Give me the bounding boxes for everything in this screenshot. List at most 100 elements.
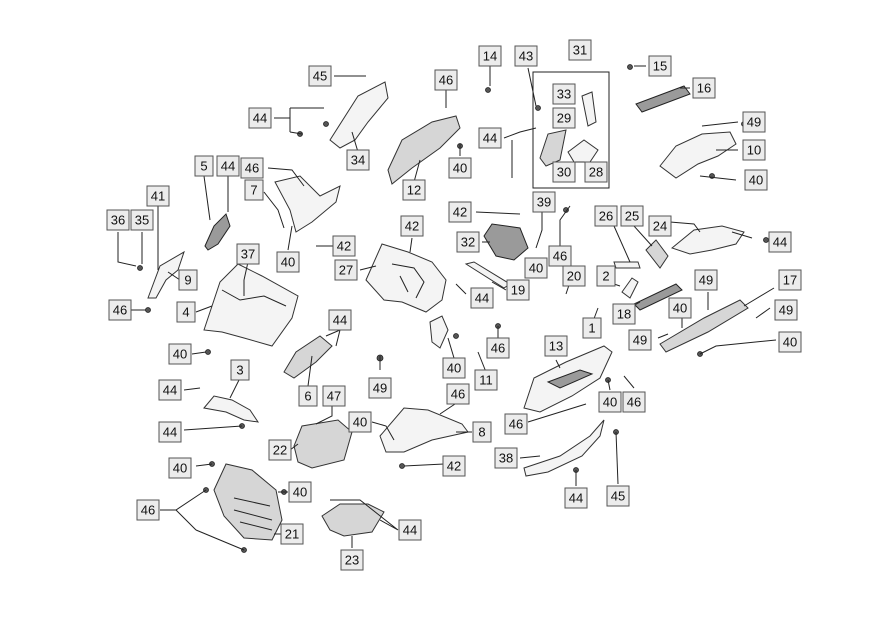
callout-number: 6 <box>304 389 311 404</box>
callout-20: 20 <box>562 265 586 287</box>
callout-42: 42 <box>442 455 466 477</box>
callout-box <box>532 191 556 213</box>
callout-number: 40 <box>173 461 187 476</box>
part-27-inner <box>391 263 425 299</box>
callout-box <box>158 421 182 443</box>
callout-box <box>332 235 356 257</box>
callout-box <box>742 139 766 161</box>
part-4 <box>203 263 299 347</box>
callout-number: 10 <box>747 143 761 158</box>
part-28 <box>567 139 599 163</box>
part-21 <box>213 463 283 541</box>
callout-number: 39 <box>537 195 551 210</box>
callout-42: 42 <box>332 235 356 257</box>
callout-box <box>334 259 358 281</box>
callout-44: 44 <box>478 127 502 149</box>
callout-number: 11 <box>479 373 493 388</box>
callout-box <box>692 77 716 99</box>
callout-box <box>248 107 272 129</box>
callout-24: 24 <box>648 215 672 237</box>
part-16 <box>635 85 691 113</box>
callout-28: 28 <box>584 161 608 183</box>
callout-box <box>478 127 502 149</box>
callout-12: 12 <box>402 179 426 201</box>
callout-40: 40 <box>348 411 372 433</box>
parts-illustration <box>137 64 769 553</box>
callout-number: 42 <box>405 219 419 234</box>
callout-box <box>552 161 576 183</box>
callout-box <box>474 369 498 391</box>
callout-number: 2 <box>602 269 609 284</box>
callout-number: 46 <box>439 73 453 88</box>
callout-box <box>524 257 548 279</box>
callout-number: 46 <box>627 395 641 410</box>
callout-number: 30 <box>557 165 571 180</box>
callout-number: 19 <box>511 283 525 298</box>
callout-47: 47 <box>322 385 346 407</box>
callout-number: 42 <box>337 239 351 254</box>
callout-number: 46 <box>451 387 465 402</box>
callout-44: 44 <box>470 287 494 309</box>
callout-box <box>606 485 630 507</box>
callout-number: 45 <box>611 489 625 504</box>
callout-number: 15 <box>653 59 667 74</box>
part-38 <box>523 419 605 477</box>
part-27 <box>365 243 447 313</box>
part-22 <box>293 419 353 469</box>
callout-number: 13 <box>549 339 563 354</box>
callout-3: 3 <box>230 359 250 381</box>
callout-box <box>774 299 798 321</box>
callout-26: 26 <box>594 205 618 227</box>
callout-box <box>240 157 264 179</box>
callout-box <box>168 343 192 365</box>
callout-45: 45 <box>606 485 630 507</box>
part-2 <box>621 277 639 299</box>
callout-box <box>194 155 214 177</box>
callout-box <box>348 411 372 433</box>
callout-number: 5 <box>200 159 207 174</box>
callout-4: 4 <box>176 301 196 323</box>
callout-number: 44 <box>403 523 417 538</box>
callout-44: 44 <box>158 379 182 401</box>
callout-box <box>276 251 300 273</box>
callout-44: 44 <box>216 155 240 177</box>
part-10 <box>659 131 737 179</box>
callout-19: 19 <box>506 279 530 301</box>
callout-9: 9 <box>178 269 198 291</box>
callout-number: 40 <box>603 395 617 410</box>
callout-box <box>562 265 586 287</box>
callout-27: 27 <box>334 259 358 281</box>
callout-box <box>288 481 312 503</box>
callout-box <box>744 169 768 191</box>
callout-15: 15 <box>648 55 672 77</box>
callout-40: 40 <box>778 331 802 353</box>
callout-box <box>146 185 170 207</box>
callout-43: 43 <box>514 45 538 67</box>
callout-box <box>434 69 458 91</box>
callout-35: 35 <box>130 209 154 231</box>
callout-number: 40 <box>453 161 467 176</box>
callout-box <box>308 65 332 87</box>
callout-44: 44 <box>158 421 182 443</box>
part-26 <box>613 261 641 269</box>
callout-number: 46 <box>553 249 567 264</box>
callout-number: 46 <box>491 341 505 356</box>
callout-number: 7 <box>250 183 257 198</box>
callout-number: 40 <box>673 301 687 316</box>
callout-number: 40 <box>293 485 307 500</box>
callout-box <box>216 155 240 177</box>
callout-box <box>584 161 608 183</box>
callout-number: 26 <box>599 209 613 224</box>
callout-46: 46 <box>622 391 646 413</box>
callout-box <box>448 157 472 179</box>
callout-number: 28 <box>589 165 603 180</box>
callout-number: 42 <box>453 205 467 220</box>
callout-46: 46 <box>446 383 470 405</box>
callout-box <box>504 413 528 435</box>
part-32 <box>483 223 529 261</box>
callout-number: 40 <box>353 415 367 430</box>
callout-number: 31 <box>573 43 587 58</box>
callout-number: 27 <box>339 263 353 278</box>
callout-box <box>442 357 466 379</box>
callout-number: 22 <box>273 443 287 458</box>
